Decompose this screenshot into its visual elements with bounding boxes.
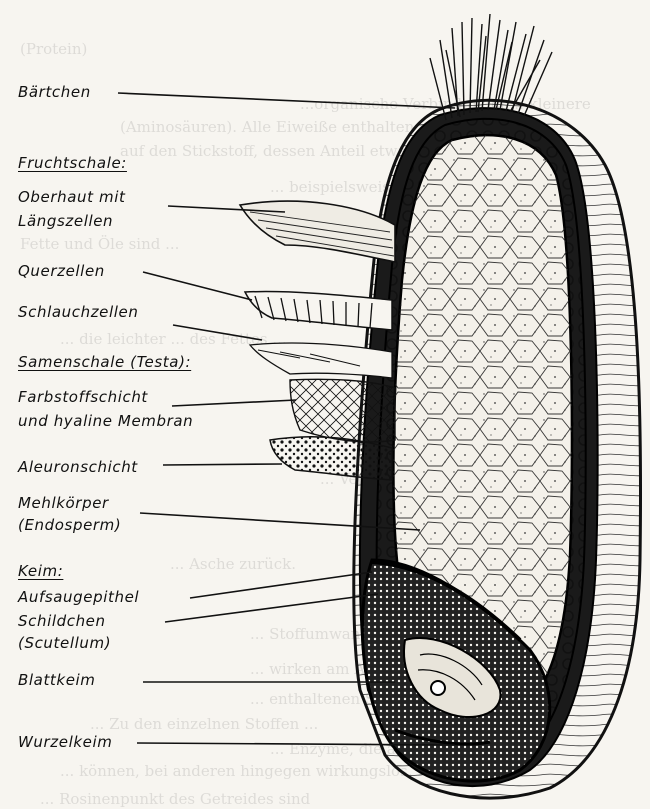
label-schild-1: Schildchen — [18, 612, 106, 630]
label-mehl-1: Mehlkörper — [18, 494, 109, 512]
label-farbstoff-2: und hyaline Membran — [18, 412, 193, 430]
label-wurzelkeim: Wurzelkeim — [18, 733, 112, 751]
label-querzellen: Querzellen — [18, 262, 105, 280]
label-oberhaut-1: Oberhaut mit — [18, 188, 125, 206]
label-fruchtschale: Fruchtschale: — [18, 154, 127, 172]
aleurone-peel — [270, 437, 392, 480]
label-farbstoff-1: Farbstoffschicht — [18, 388, 148, 406]
label-schild-2: (Scutellum) — [18, 634, 111, 652]
label-aufsaug: Aufsaugepithel — [18, 588, 139, 606]
label-aleuron: Aleuronschicht — [18, 458, 138, 476]
label-schlauchzellen: Schlauchzellen — [18, 303, 138, 321]
label-oberhaut-2: Längszellen — [18, 212, 113, 230]
label-mehl-2: (Endosperm) — [18, 516, 121, 534]
label-keim: Keim: — [18, 562, 63, 580]
label-samenschale: Samenschale (Testa): — [18, 353, 191, 371]
label-blattkeim: Blattkeim — [18, 671, 96, 689]
testa-mesh-peel — [290, 379, 395, 442]
label-baertchen: Bärtchen — [18, 83, 91, 101]
